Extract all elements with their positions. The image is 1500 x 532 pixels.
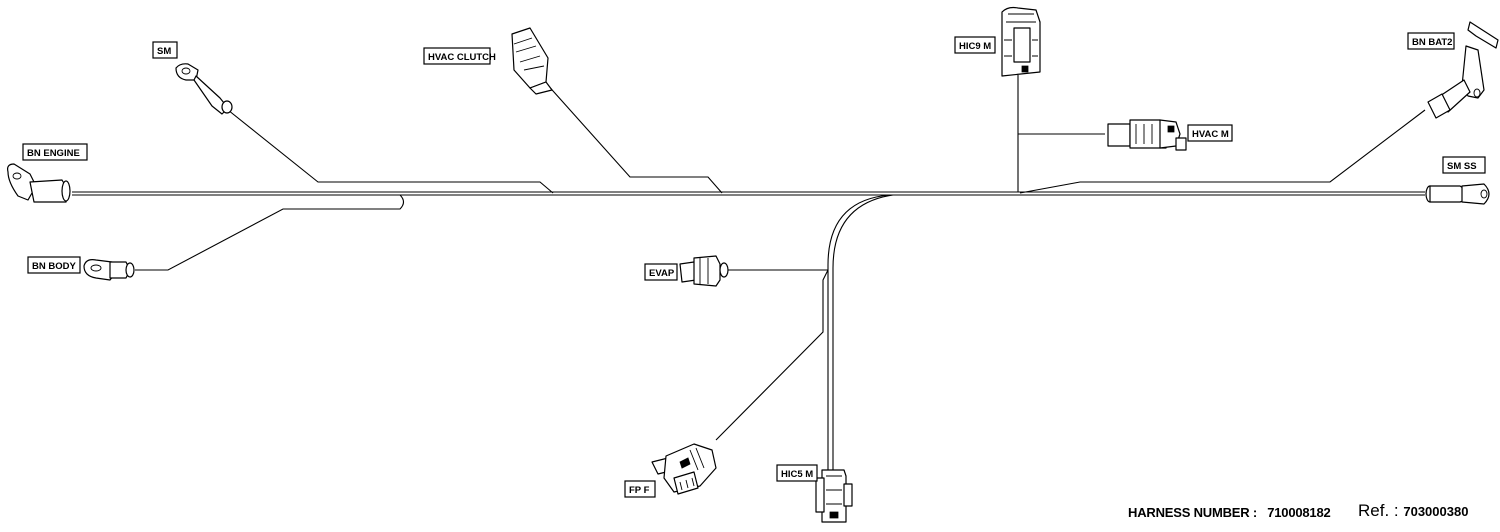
hic9-m-connector-icon — [1001, 6, 1041, 77]
label-hic9-m: HIC9 M — [954, 36, 996, 54]
wire-bn-bat2-branch — [1019, 109, 1426, 194]
label-bn-body-text: BN BODY — [32, 261, 76, 272]
sm-ss-terminal-icon — [1425, 183, 1490, 205]
label-hvac-clutch: HVAC CLUTCH — [423, 47, 496, 65]
label-hic5-m: HIC5 M — [776, 464, 818, 482]
wire-sm-branch — [227, 109, 554, 194]
label-sm-ss: SM SS — [1442, 156, 1486, 174]
sm-ring-terminal-icon — [175, 63, 233, 115]
fp-f-connector-icon — [651, 443, 717, 495]
label-sm: SM — [152, 41, 178, 59]
bn-bat2-terminal-icon — [1427, 21, 1499, 119]
hvac-clutch-connector-icon — [511, 27, 553, 95]
wire-fp-f-branch — [715, 269, 829, 441]
label-hic5-m-text: HIC5 M — [781, 469, 813, 480]
label-hvac-m: HVAC M — [1187, 124, 1233, 142]
label-bn-body: BN BODY — [27, 256, 81, 274]
label-sm-ss-text: SM SS — [1447, 161, 1477, 172]
label-bn-bat2-text: BN BAT2 — [1412, 37, 1452, 48]
wire-bn-body-branch — [135, 194, 405, 271]
hic5-m-connector-icon — [815, 469, 853, 523]
wire-lower-trunk — [827, 194, 894, 470]
label-bn-engine: BN ENGINE — [22, 143, 88, 161]
label-fp-f-text: FP F — [629, 485, 650, 496]
label-hic9-m-text: HIC9 M — [959, 41, 991, 52]
wire-trunk-main — [72, 191, 1425, 196]
label-hvac-m-text: HVAC M — [1192, 129, 1229, 140]
label-sm-text: SM — [157, 46, 171, 57]
reference-line: Ref. : 703000380 — [1358, 501, 1468, 521]
harness-number-value: 710008182 — [1267, 505, 1331, 520]
label-fp-f: FP F — [624, 480, 656, 498]
bn-body-terminal-icon — [83, 259, 135, 281]
reference-value: 703000380 — [1403, 504, 1469, 519]
label-evap: EVAP — [644, 263, 678, 281]
hvac-m-connector-icon — [1107, 119, 1187, 151]
wire-hvac-clutch-branch — [544, 81, 723, 194]
evap-connector-icon — [679, 255, 729, 287]
label-bn-bat2: BN BAT2 — [1407, 32, 1455, 50]
label-evap-text: EVAP — [649, 268, 675, 279]
harness-number-line: HARNESS NUMBER : 710008182 — [1128, 505, 1331, 520]
label-hvac-clutch-text: HVAC CLUTCH — [428, 52, 496, 63]
bn-engine-terminal-icon — [7, 163, 71, 203]
reference-label: Ref. : — [1358, 501, 1399, 520]
harness-number-label: HARNESS NUMBER : — [1128, 505, 1257, 520]
label-bn-engine-text: BN ENGINE — [27, 148, 80, 159]
